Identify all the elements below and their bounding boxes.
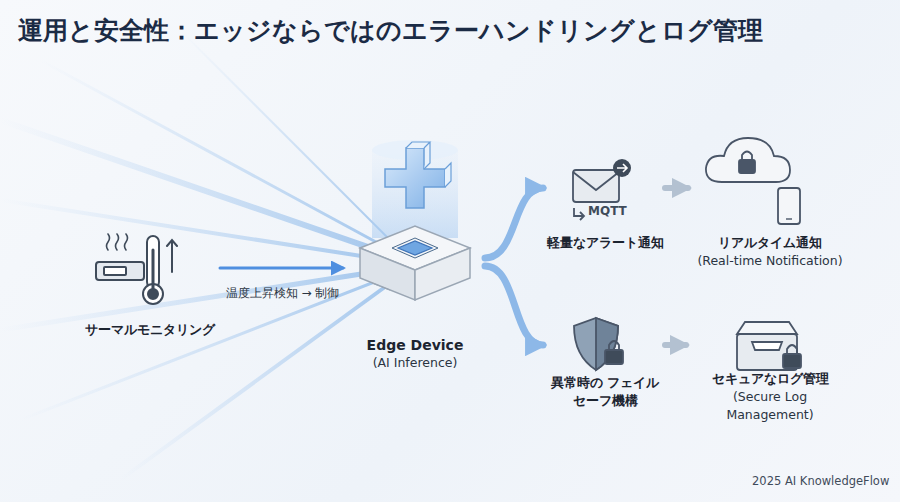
envelope-icon bbox=[573, 159, 631, 220]
node-title: リアルタイム通知 bbox=[718, 234, 822, 252]
node-title: 異常時の フェイルセーフ機構 bbox=[545, 374, 665, 410]
cloud-icon bbox=[706, 138, 800, 224]
device-node: Edge Device(AI Inference) bbox=[345, 150, 485, 372]
flow-arrow bbox=[220, 267, 343, 270]
footer-watermark: 2025 AI KnowledgeFlow bbox=[752, 474, 889, 488]
edge-device-icon bbox=[360, 226, 470, 300]
title-text: 運用と安全性：エッジならではのエラーハンドリングとログ管理 bbox=[18, 14, 763, 47]
cross-icon bbox=[385, 142, 451, 208]
thermal-icon bbox=[96, 234, 177, 304]
flow-arrow bbox=[485, 188, 543, 258]
node-title: 軽量なアラート通知 bbox=[547, 234, 664, 252]
failsafe-node: 異常時の フェイルセーフ機構 bbox=[545, 310, 665, 410]
flow-arrow bbox=[665, 342, 686, 348]
edge-label: 温度上昇検知 → 制御 bbox=[226, 285, 340, 302]
node-title: サーマルモニタリング bbox=[85, 321, 215, 339]
notification-node: リアルタイム通知(Real-time Notification) bbox=[690, 128, 850, 270]
protocol-label: MQTT bbox=[588, 204, 627, 218]
sensor-node: サーマルモニタリング bbox=[80, 225, 220, 339]
node-subtitle: (AI Inference) bbox=[373, 354, 458, 372]
log-node: セキュアなログ管理(Secure Log Management) bbox=[688, 312, 852, 424]
node-subtitle: (Real-time Notification) bbox=[697, 252, 842, 270]
shield-icon bbox=[574, 318, 623, 370]
light-rays bbox=[0, 30, 400, 480]
log-box-icon bbox=[737, 322, 801, 370]
flow-arrow bbox=[485, 266, 543, 345]
flow-arrow bbox=[665, 185, 688, 191]
node-subtitle: (Secure Log Management) bbox=[688, 388, 852, 424]
node-title: セキュアなログ管理 bbox=[712, 370, 829, 388]
node-title: Edge Device bbox=[367, 336, 464, 354]
